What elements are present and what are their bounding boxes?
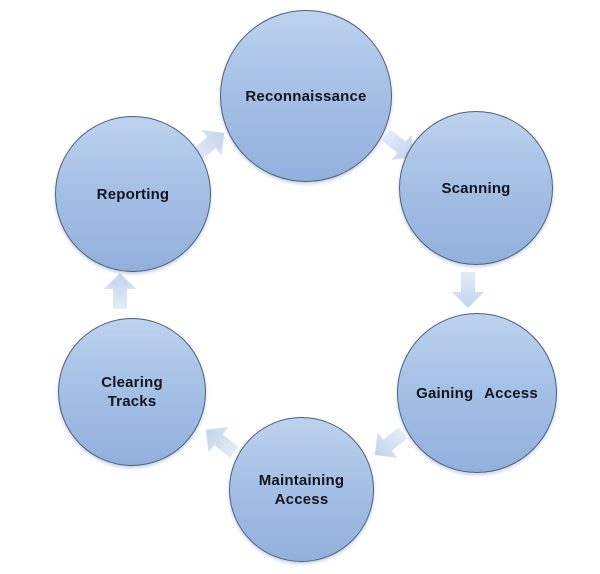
arrow-reconnaissance-to-scanning-icon [381,129,415,160]
node-label: Gaining Access [416,384,538,402]
node-label: Maintaining [258,471,345,489]
node-gaining-access: Gaining Access [397,313,557,473]
node-reconnaissance: Reconnaissance [220,10,392,182]
node-label: Clearing [101,374,163,391]
arrow-scanning-to-gaining-access-icon [452,272,484,308]
node-clearing-tracks: Clearing Tracks [58,318,206,466]
node-label: Reconnaissance [245,87,367,105]
node-label: Scanning [441,179,511,197]
arrow-maintaining-access-to-clearing-tracks-icon [205,427,239,458]
node-label: Reporting [96,185,170,203]
node-maintaining-access: Maintaining Access [229,417,374,562]
arrow-gaining-access-to-maintaining-access-icon [374,427,408,458]
arrow-clearing-tracks-to-reporting-icon [104,273,136,309]
node-label: Tracks [107,393,157,410]
node-label: Access [274,490,329,508]
node-reporting: Reporting [55,116,211,272]
node-scanning: Scanning [399,111,553,265]
